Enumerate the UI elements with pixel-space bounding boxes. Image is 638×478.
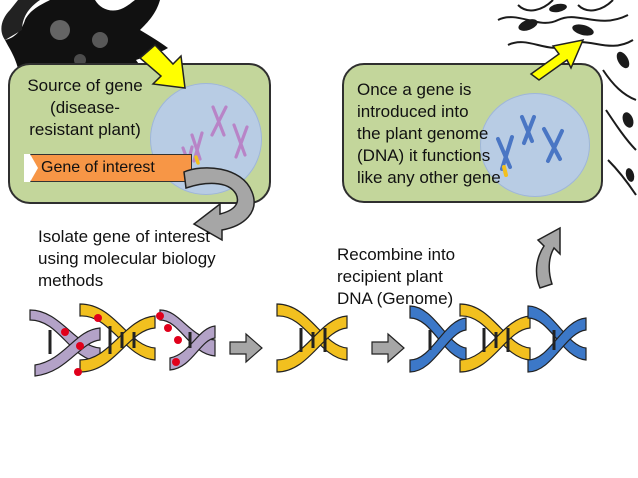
plant-silhouette-right-icon bbox=[497, 0, 637, 196]
isolate-line-1: Isolate gene of interest bbox=[38, 227, 211, 246]
result-line-4: (DNA) it functions bbox=[357, 146, 491, 165]
source-gene-title: Source of gene (disease- resistant plant… bbox=[20, 75, 150, 141]
yellow-arrow-down-icon bbox=[138, 43, 186, 89]
result-line-3: the plant genome bbox=[357, 124, 489, 143]
isolate-step-text: Isolate gene of interest using molecular… bbox=[38, 226, 216, 292]
yellow-arrow-up-icon bbox=[529, 38, 585, 81]
curved-arrow-icon bbox=[183, 167, 255, 242]
recombine-line-2: recipient plant bbox=[337, 267, 443, 286]
recombine-line-1: Recombine into bbox=[337, 245, 456, 264]
source-title-line-1: Source of gene bbox=[27, 76, 143, 95]
gene-of-interest-label: Gene of interest bbox=[30, 154, 192, 182]
dna-helix-gene-icon bbox=[276, 303, 348, 373]
curved-arrow-up-icon bbox=[535, 226, 561, 289]
block-arrow-2-icon bbox=[371, 332, 405, 364]
isolate-line-2: using molecular biology bbox=[38, 249, 216, 268]
result-line-1: Once a gene is bbox=[357, 80, 472, 99]
result-line-5: like any other gene bbox=[357, 168, 501, 187]
source-title-line-2: (disease- bbox=[50, 98, 120, 117]
gene-of-interest-text: Gene of interest bbox=[41, 159, 155, 176]
dna-helix-recombined-icon bbox=[409, 303, 587, 373]
result-line-2: introduced into bbox=[357, 102, 469, 121]
gene-label-tail-icon bbox=[24, 154, 38, 182]
block-arrow-1-icon bbox=[229, 332, 263, 364]
source-title-line-3: resistant plant) bbox=[29, 120, 141, 139]
chromosome-blue-icon bbox=[496, 115, 564, 177]
isolate-line-3: methods bbox=[38, 271, 104, 290]
red-dots-icon bbox=[61, 312, 182, 376]
recombine-line-3: DNA (Genome) bbox=[337, 289, 454, 308]
result-cell bbox=[480, 93, 590, 197]
result-text: Once a gene is introduced into the plant… bbox=[357, 79, 501, 189]
plant-silhouette-left-icon bbox=[1, 0, 168, 80]
recombine-step-text: Recombine into recipient plant DNA (Geno… bbox=[337, 244, 455, 310]
